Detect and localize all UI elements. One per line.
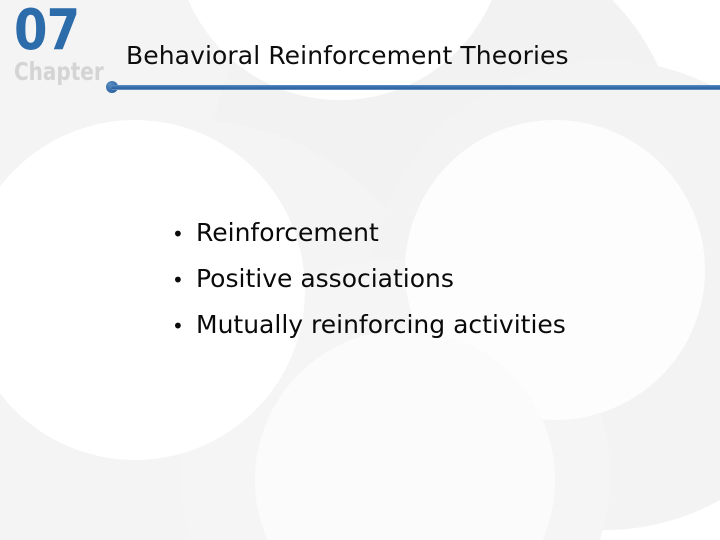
list-item: • Positive associations xyxy=(172,262,642,295)
list-item-label: Reinforcement xyxy=(196,218,379,247)
list-item: • Reinforcement xyxy=(172,216,642,249)
list-item: • Mutually reinforcing activities xyxy=(172,308,642,341)
bullet-dot-icon: • xyxy=(172,314,184,338)
page-title: Behavioral Reinforcement Theories xyxy=(126,41,569,70)
chapter-label: Chapter xyxy=(14,57,104,87)
watermark-highlight-bottom xyxy=(255,330,555,540)
list-item-label: Mutually reinforcing activities xyxy=(196,310,566,339)
slide-header: 07 Chapter Behavioral Reinforcement Theo… xyxy=(0,0,720,105)
bullet-list: • Reinforcement • Positive associations … xyxy=(172,216,642,341)
title-divider xyxy=(112,84,720,90)
chapter-badge: 07 Chapter xyxy=(14,0,110,87)
bullet-dot-icon: • xyxy=(172,222,184,246)
chapter-number: 07 xyxy=(14,0,80,63)
list-item-label: Positive associations xyxy=(196,264,454,293)
bullet-dot-icon: • xyxy=(172,268,184,292)
